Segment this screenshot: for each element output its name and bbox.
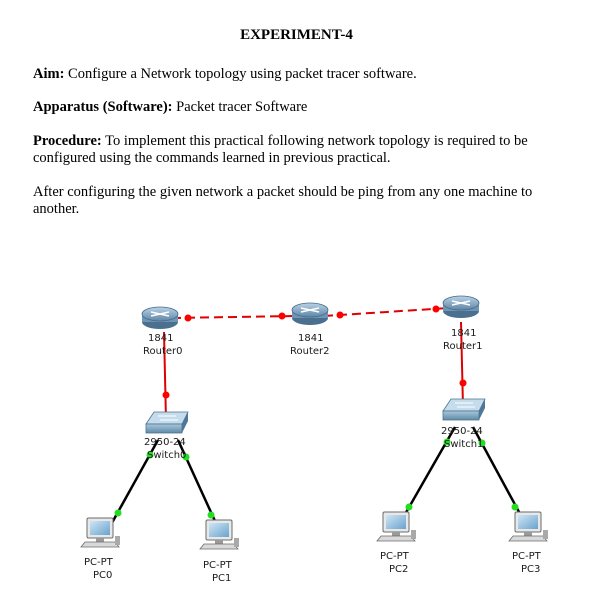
apparatus-text: Packet tracer Software <box>176 99 308 115</box>
port-dot <box>114 509 122 517</box>
switch1-model-label: 2950-24 <box>441 426 483 437</box>
router0-model-label: 1841 <box>148 333 173 344</box>
switch0-name-label: Switch0 <box>147 450 186 461</box>
port-dot <box>207 511 215 519</box>
router1-model-label: 1841 <box>451 328 476 339</box>
port-dot <box>459 379 467 387</box>
pc1-model-label: PC-PT <box>203 560 233 571</box>
aim-text: Configure a Network topology using packe… <box>68 66 417 82</box>
router-1[interactable] <box>442 295 480 318</box>
switch0-model-label: 2950-24 <box>144 437 186 448</box>
procedure-label: Procedure: <box>33 133 102 149</box>
switch-arrows-icon <box>455 402 475 408</box>
router-0[interactable] <box>141 306 179 329</box>
link-router1-switch1 <box>460 321 464 408</box>
pc-1[interactable] <box>199 519 239 550</box>
pc2-name-label: PC2 <box>389 564 408 575</box>
switch-1[interactable] <box>442 398 486 421</box>
apparatus-paragraph: Apparatus (Software): Packet tracer Soft… <box>33 99 563 116</box>
pc3-model-label: PC-PT <box>512 551 542 562</box>
pc-3[interactable] <box>508 511 548 542</box>
port-dot <box>405 503 413 511</box>
port-dot <box>146 451 154 459</box>
port-dot <box>184 314 192 322</box>
switch-pc-links <box>106 426 527 533</box>
procedure-paragraph: Procedure: To implement this practical f… <box>33 133 563 167</box>
port-dot <box>162 391 170 399</box>
router-arrows-icon <box>300 307 320 313</box>
router0-name-label: Router0 <box>143 346 183 357</box>
after-paragraph: After configuring the given network a pa… <box>33 184 563 218</box>
router-arrows-icon <box>451 300 471 306</box>
router-2[interactable] <box>291 302 329 325</box>
pc2-model-label: PC-PT <box>380 551 410 562</box>
pc0-model-label: PC-PT <box>84 557 114 568</box>
procedure-text-line1: To implement this practical following ne… <box>105 133 528 149</box>
pc3-name-label: PC3 <box>521 564 540 575</box>
router-links <box>171 305 449 322</box>
router-arrows-icon <box>150 311 170 317</box>
router1-name-label: Router1 <box>443 341 483 352</box>
switch-0[interactable] <box>145 411 189 434</box>
port-dot <box>182 453 190 461</box>
link-router2-router1 <box>323 307 449 317</box>
after-text-line1: After configuring the given network a pa… <box>33 184 533 200</box>
switch-arrows-icon <box>158 415 178 421</box>
port-dot <box>443 438 451 446</box>
router2-name-label: Router2 <box>290 346 330 357</box>
port-dot <box>336 311 344 319</box>
switch1-name-label: Switch1 <box>444 439 483 450</box>
router-switch-links <box>162 321 467 421</box>
link-router0-switch0 <box>163 331 167 421</box>
apparatus-label: Apparatus (Software): <box>33 99 173 115</box>
port-dot <box>432 305 440 313</box>
pc0-name-label: PC0 <box>93 570 112 581</box>
after-text-line2: another. <box>33 201 80 217</box>
pc-0[interactable] <box>80 517 120 548</box>
router2-model-label: 1841 <box>298 333 323 344</box>
pc1-name-label: PC1 <box>212 573 231 584</box>
link-router0-router2 <box>171 315 297 319</box>
aim-paragraph: Aim: Configure a Network topology using … <box>33 66 563 83</box>
port-dot <box>478 439 486 447</box>
pc-2[interactable] <box>376 511 416 542</box>
port-dot <box>278 312 286 320</box>
aim-label: Aim: <box>33 66 65 82</box>
procedure-text-line2: configured using the commands learned in… <box>33 150 391 166</box>
page-title: EXPERIMENT-4 <box>240 27 353 43</box>
port-dot <box>511 503 519 511</box>
